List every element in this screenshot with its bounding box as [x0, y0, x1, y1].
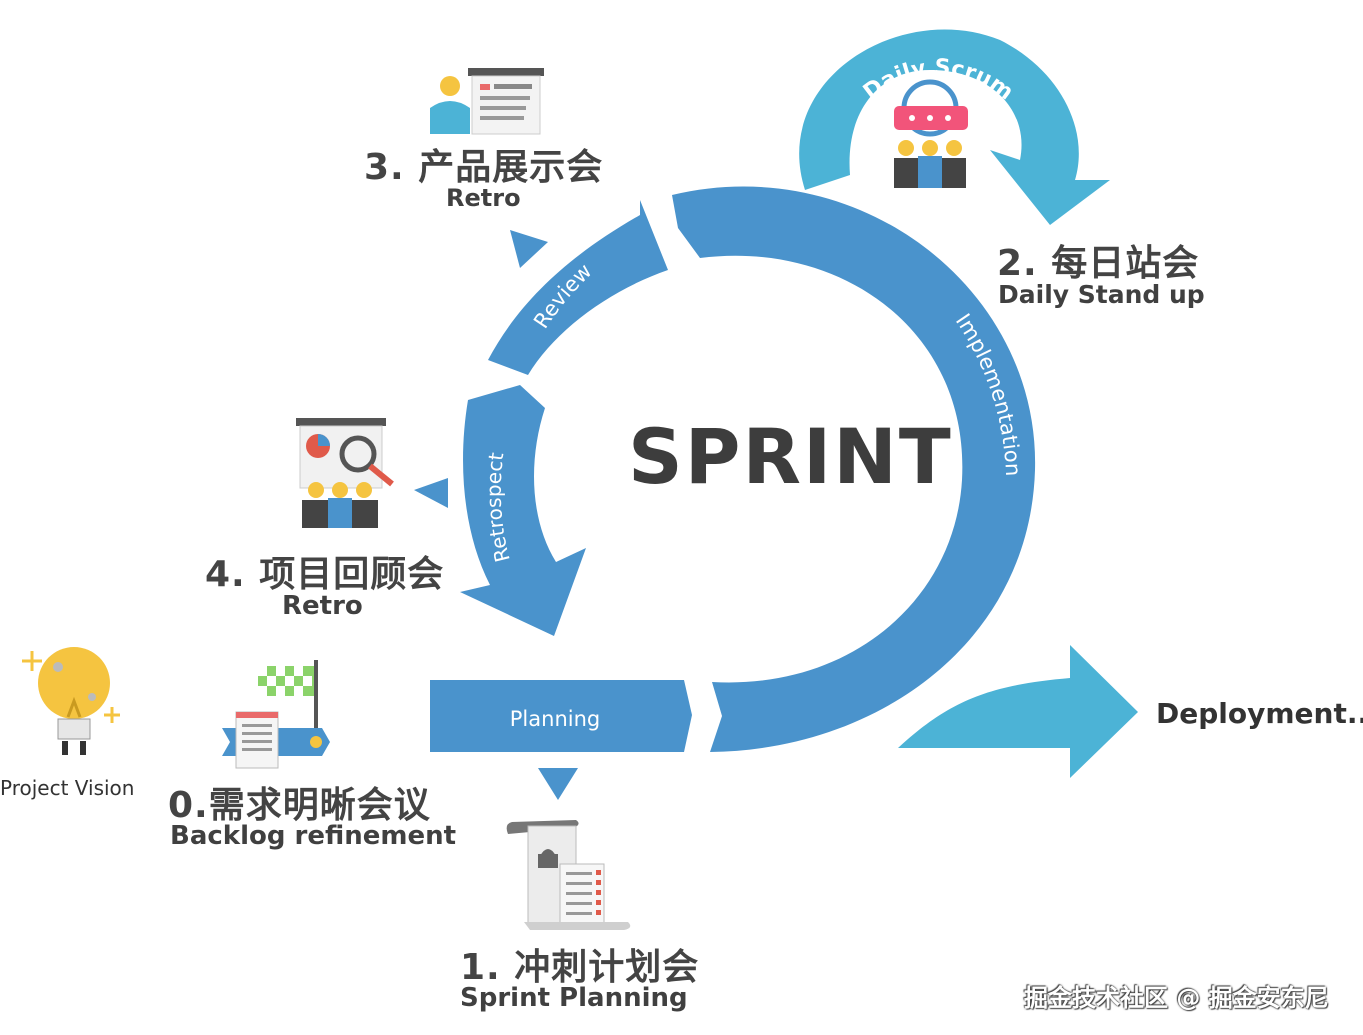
deployment-label: Deployment...	[1156, 697, 1363, 730]
daily-stage-title: 2. 每日站会	[997, 243, 1200, 284]
planning-stage-title: 1. 冲刺计划会	[460, 947, 700, 988]
analysis-board-icon	[296, 418, 394, 528]
retro-stage-title: 4. 项目回顾会	[205, 554, 445, 595]
presentation-icon	[430, 68, 544, 135]
planning-stage-subtitle: Sprint Planning	[460, 983, 688, 1013]
lightbulb-icon	[22, 647, 120, 755]
review-stage-title: 3. 产品展示会	[364, 147, 604, 188]
backlog-stage-subtitle: Backlog refinement	[170, 821, 457, 851]
review-stage-subtitle: Retro	[446, 184, 521, 212]
retro-stage-subtitle: Retro	[282, 591, 363, 621]
watermark: 掘金技术社区 @ 掘金安东尼	[1024, 984, 1329, 1012]
daily-stage-subtitle: Daily Stand up	[998, 280, 1205, 309]
sprint-ring: Review Implementation Retrospect Plannin…	[414, 186, 1138, 800]
standup-meeting-icon	[894, 79, 968, 188]
project-vision-label: Project Vision	[0, 776, 135, 800]
scroll-icon	[506, 820, 631, 930]
finish-flag-icon	[222, 660, 330, 769]
sprint-center-label: SPRINT	[628, 412, 953, 501]
planning-label: Planning	[510, 707, 600, 731]
backlog-stage-title: 0.需求明晰会议	[168, 785, 431, 826]
